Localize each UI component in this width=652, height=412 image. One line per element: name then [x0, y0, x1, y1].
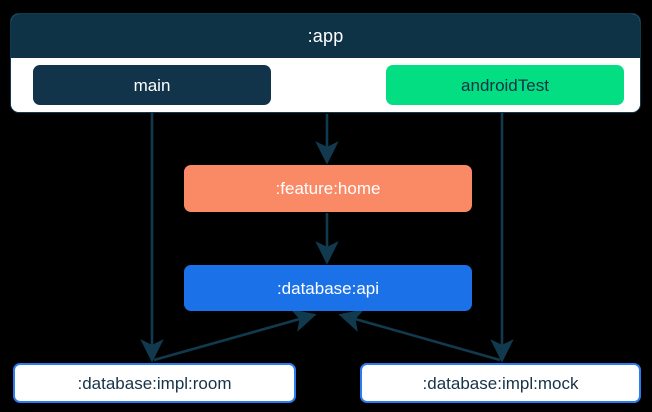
node-database-impl-room-label: :database:impl:room: [77, 373, 232, 393]
node-database-impl-room[interactable]: :database:impl:room: [13, 363, 296, 403]
cluster-app[interactable]: :app main androidTest: [10, 13, 641, 113]
cluster-app-header: :app: [11, 14, 640, 58]
node-database-impl-mock-label: :database:impl:mock: [422, 373, 579, 393]
cluster-app-title: :app: [307, 25, 344, 46]
node-main-label: main: [133, 75, 171, 95]
edge-impl-mock-to-database-api: [338, 309, 501, 362]
node-database-api-label: :database:api: [276, 278, 380, 298]
node-database-impl-mock[interactable]: :database:impl:mock: [360, 363, 641, 403]
node-android-test[interactable]: androidTest: [386, 65, 624, 105]
cluster-app-body: main androidTest: [11, 58, 640, 112]
node-database-api[interactable]: :database:api: [184, 265, 472, 311]
edge-impl-room-to-database-api: [153, 309, 317, 362]
node-main[interactable]: main: [33, 65, 271, 105]
node-feature-home-label: :feature:home: [275, 179, 381, 198]
node-feature-home[interactable]: :feature:home: [184, 165, 472, 212]
node-android-test-label: androidTest: [461, 75, 549, 95]
